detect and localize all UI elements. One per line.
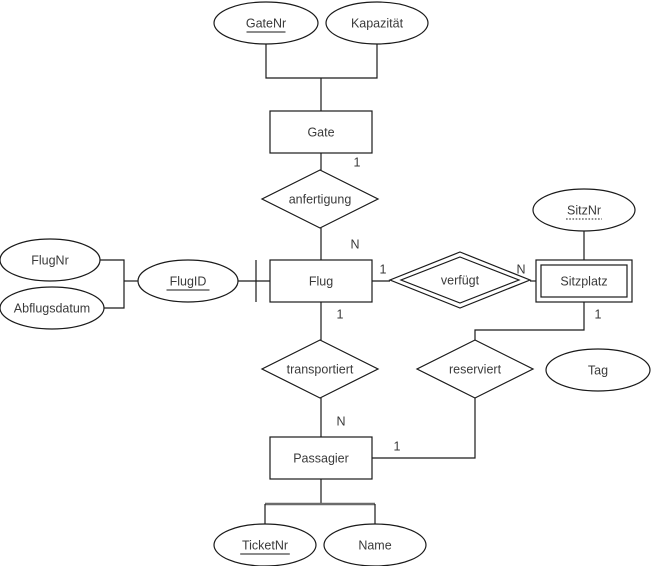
attribute-ellipse-sitznr: [532, 188, 636, 232]
connector-sitzplatz-to-reserviert: [474, 302, 585, 340]
relationship-label-transportiert: transportiert: [287, 362, 354, 376]
attribute-ellipse-gatenr: [213, 1, 319, 45]
cardinality-card-flug-transportiert: 1: [337, 307, 344, 321]
entity-box-flug: [269, 259, 373, 303]
relationship-inner-diamond-verfuegt: [399, 256, 521, 304]
entity-label-gate: Gate: [307, 125, 334, 139]
relationship-diamond-verfuegt: [388, 251, 532, 309]
connector-gatenr-to-gate: [265, 44, 378, 79]
cardinality-card-sitzplatz-reserviert: 1: [595, 307, 602, 321]
cardinality-card-anfertigung-flug: N: [350, 237, 359, 251]
relationship-label-verfuegt: verfügt: [441, 273, 480, 287]
relationship-diamond-anfertigung: [260, 169, 380, 229]
entity-box-sitzplatz: [535, 259, 633, 303]
attribute-abflugsdatum[interactable]: Abflugsdatum: [0, 286, 105, 330]
attribute-label-ticketnr: TicketNr: [242, 538, 288, 552]
attribute-flugid[interactable]: FlugID: [137, 259, 239, 303]
connector-reserviert-to-pass: [372, 398, 476, 459]
attribute-kapazitaet[interactable]: Kapazität: [325, 1, 429, 45]
cardinality-card-pass-reserviert: 1: [394, 439, 401, 453]
entity-box-gate: [269, 110, 373, 154]
attribute-ellipse-kapazitaet: [325, 1, 429, 45]
cardinality-card-gate-anfertigung: 1: [354, 155, 361, 169]
attribute-gatenr[interactable]: GateNr: [213, 1, 319, 45]
entity-box-passagier: [269, 436, 373, 480]
attribute-ellipse-name: [323, 523, 427, 566]
attribute-ticketnr[interactable]: TicketNr: [213, 523, 317, 566]
attribute-ellipse-tag: [545, 348, 651, 392]
relationship-diamond-reserviert: [415, 339, 535, 399]
connector-layer: [100, 44, 585, 524]
cardinality-card-flug-verfuegt: 1: [380, 262, 387, 276]
attribute-tag[interactable]: Tag: [545, 348, 651, 392]
entity-label-passagier: Passagier: [293, 451, 349, 465]
attribute-label-kapazitaet: Kapazität: [351, 16, 404, 30]
relationship-verfuegt[interactable]: verfügt: [388, 251, 532, 309]
relationship-transportiert[interactable]: transportiert: [260, 339, 380, 399]
connector-flugnr-to-flugid: [100, 259, 125, 309]
relationship-label-anfertigung: anfertigung: [289, 192, 352, 206]
attribute-ellipse-ticketnr: [213, 523, 317, 566]
attribute-ellipse-flugid: [137, 259, 239, 303]
attribute-sitznr[interactable]: SitzNr: [532, 188, 636, 232]
entity-flug[interactable]: Flug: [269, 259, 373, 303]
connector-flugid-to-flug: [238, 260, 270, 302]
relationship-diamond-transportiert: [260, 339, 380, 399]
cardinality-card-transportiert-pass: N: [336, 414, 345, 428]
entity-inner-box-sitzplatz: [540, 264, 628, 298]
entity-gate[interactable]: Gate: [269, 110, 373, 154]
attribute-label-tag: Tag: [588, 363, 608, 377]
relationship-reserviert[interactable]: reserviert: [415, 339, 535, 399]
relationship-anfertigung[interactable]: anfertigung: [260, 169, 380, 229]
attribute-label-sitznr: SitzNr: [567, 203, 601, 217]
attribute-label-flugid: FlugID: [170, 274, 207, 288]
entity-label-flug: Flug: [309, 274, 333, 288]
entity-label-sitzplatz: Sitzplatz: [560, 274, 607, 288]
attribute-label-flugnr: FlugNr: [31, 253, 69, 267]
attribute-ellipse-flugnr: [0, 238, 101, 282]
attribute-label-gatenr: GateNr: [246, 16, 286, 30]
attribute-label-abflugsdatum: Abflugsdatum: [14, 301, 90, 315]
attribute-flugnr[interactable]: FlugNr: [0, 238, 101, 282]
attribute-ellipse-abflugsdatum: [0, 286, 105, 330]
entity-passagier[interactable]: Passagier: [269, 436, 373, 480]
attribute-name[interactable]: Name: [323, 523, 427, 566]
cardinality-card-verfuegt-sitzplatz: N: [516, 262, 525, 276]
attribute-label-name: Name: [358, 538, 391, 552]
relationship-label-reserviert: reserviert: [449, 362, 502, 376]
entity-sitzplatz[interactable]: Sitzplatz: [535, 259, 633, 303]
